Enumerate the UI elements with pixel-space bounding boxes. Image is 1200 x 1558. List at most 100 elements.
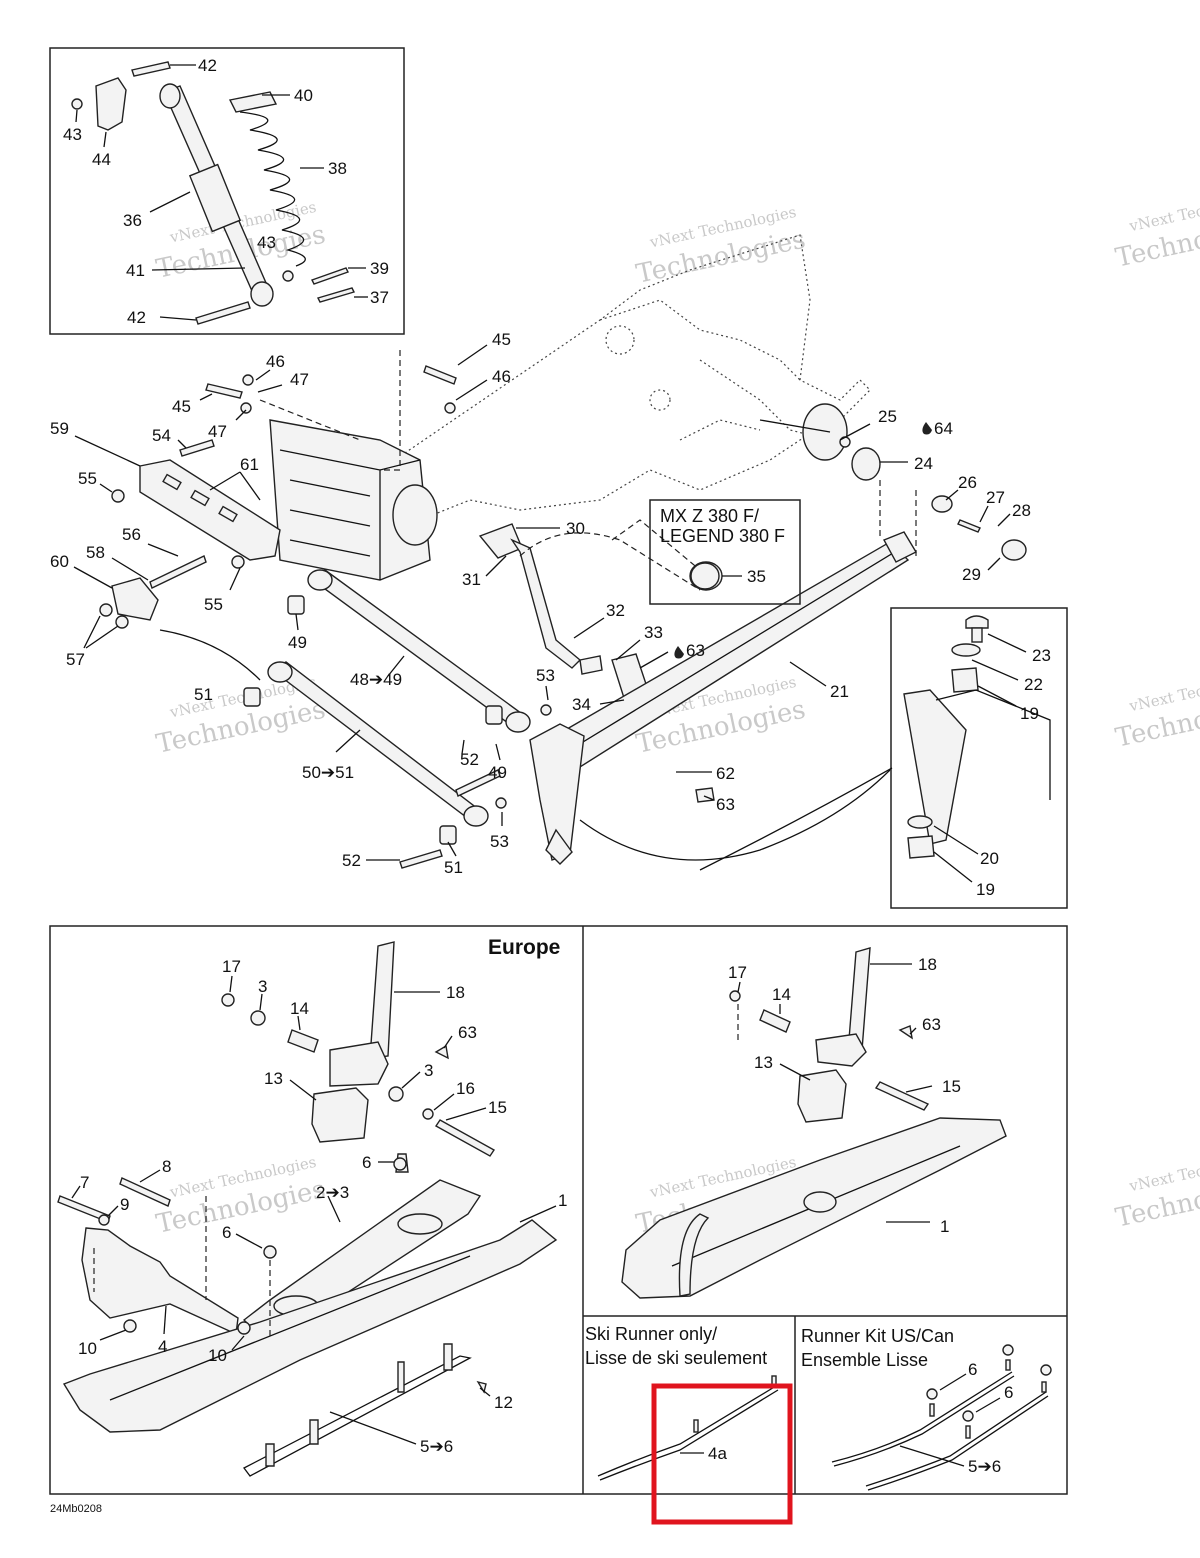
callout-15: 15 <box>942 1077 961 1096</box>
callout-48-49: 48➔49 <box>350 670 402 689</box>
callout-42: 42 <box>198 56 217 75</box>
callout-45: 45 <box>492 330 511 349</box>
kingpin-inset <box>699 607 1068 909</box>
callout-18: 18 <box>918 955 937 974</box>
callout-60: 60 <box>50 552 69 571</box>
callout-17: 17 <box>728 963 747 982</box>
runner-kit-title: Runner Kit US/Can <box>801 1326 954 1346</box>
top-callouts: 45 46 46 47 45 47 59 54 61 55 56 58 60 5… <box>50 330 1051 899</box>
callout-46: 46 <box>492 367 511 386</box>
shock-inset: 42 40 43 44 38 36 43 41 39 37 42 <box>49 47 405 335</box>
callout-30: 30 <box>566 519 585 538</box>
callout-50-51: 50➔51 <box>302 763 354 782</box>
callout-1: 1 <box>940 1217 949 1236</box>
callout-5-6: 5➔6 <box>968 1457 1001 1476</box>
callout-37: 37 <box>370 288 389 307</box>
link-rods <box>243 569 552 869</box>
callout-14: 14 <box>772 985 791 1004</box>
steering-assembly <box>478 436 1027 865</box>
callout-15: 15 <box>488 1098 507 1117</box>
callout-10: 10 <box>208 1346 227 1365</box>
callout-6: 6 <box>1004 1383 1013 1402</box>
callout-64: 64 <box>934 419 953 438</box>
highlight-box <box>651 1383 793 1525</box>
callout-47: 47 <box>290 370 309 389</box>
callout-59: 59 <box>50 419 69 438</box>
callout-13: 13 <box>754 1053 773 1072</box>
sealant-drop-icon <box>922 422 932 435</box>
callout-51: 51 <box>194 685 213 704</box>
callout-36: 36 <box>123 211 142 230</box>
callout-28: 28 <box>1012 501 1031 520</box>
callout-10: 10 <box>78 1339 97 1358</box>
mxz-box-frame <box>649 499 801 605</box>
callout-20: 20 <box>980 849 999 868</box>
callout-3: 3 <box>424 1061 433 1080</box>
callout-63: 63 <box>716 795 735 814</box>
ski-runner-title: Ski Runner only/ <box>585 1324 717 1344</box>
callout-8: 8 <box>162 1157 171 1176</box>
callout-53: 53 <box>490 832 509 851</box>
mxz-box: MX Z 380 F/ LEGEND 380 F 35 <box>649 499 801 605</box>
watermarks: vNext Technologies Technologies vNext Te… <box>154 187 1200 1240</box>
callout-63: 63 <box>458 1023 477 1042</box>
callout-29: 29 <box>962 565 981 584</box>
chassis-frame <box>379 234 871 521</box>
callout-49: 49 <box>288 633 307 652</box>
spring <box>239 111 306 267</box>
ski-section: Europe <box>49 925 1068 1525</box>
callout-19: 19 <box>1020 704 1039 723</box>
bracket-44 <box>95 77 127 131</box>
ski-runner-rod <box>597 1385 777 1477</box>
ski-runner-title: Lisse de ski seulement <box>585 1348 767 1368</box>
callout-1: 1 <box>558 1191 567 1210</box>
rear-arm-bracket <box>99 439 281 681</box>
callout-63: 63 <box>686 641 705 660</box>
callout-9: 9 <box>120 1195 129 1214</box>
callout-24: 24 <box>914 454 933 473</box>
callout-2-3: 2➔3 <box>316 1183 349 1202</box>
callout-35: 35 <box>747 567 766 586</box>
callout-61: 61 <box>240 455 259 474</box>
callout-56: 56 <box>122 525 141 544</box>
mxz-title: LEGEND 380 F <box>660 526 785 546</box>
callout-27: 27 <box>986 488 1005 507</box>
callout-38: 38 <box>328 159 347 178</box>
callout-13: 13 <box>264 1069 283 1088</box>
callout-49: 49 <box>488 763 507 782</box>
callout-6: 6 <box>362 1153 371 1172</box>
ski-section-frame <box>49 925 1068 1495</box>
mxz-title: MX Z 380 F/ <box>660 506 759 526</box>
mount-block <box>259 350 438 581</box>
callout-34: 34 <box>572 695 591 714</box>
callout-16: 16 <box>456 1079 475 1098</box>
callout-3: 3 <box>258 977 267 996</box>
runner-kit-title: Ensemble Lisse <box>801 1350 928 1370</box>
callout-39: 39 <box>370 259 389 278</box>
callout-45: 45 <box>172 397 191 416</box>
callout-22: 22 <box>1024 675 1043 694</box>
callout-63: 63 <box>922 1015 941 1034</box>
callout-53: 53 <box>536 666 555 685</box>
callout-41: 41 <box>126 261 145 280</box>
callout-58: 58 <box>86 543 105 562</box>
callout-33: 33 <box>644 623 663 642</box>
callout-44: 44 <box>92 150 111 169</box>
callout-31: 31 <box>462 570 481 589</box>
sealant-drop-icon <box>674 646 684 659</box>
callout-52: 52 <box>460 750 479 769</box>
callout-42: 42 <box>127 308 146 327</box>
callout-17: 17 <box>222 957 241 976</box>
callout-18: 18 <box>446 983 465 1002</box>
drawing-code: 24Mb0208 <box>50 1503 102 1515</box>
callout-55: 55 <box>78 469 97 488</box>
callout-43: 43 <box>257 233 276 252</box>
callout-6: 6 <box>968 1360 977 1379</box>
callout-32: 32 <box>606 601 625 620</box>
callout-46: 46 <box>266 352 285 371</box>
callout-40: 40 <box>294 86 313 105</box>
callout-62: 62 <box>716 764 735 783</box>
callout-19: 19 <box>976 880 995 899</box>
callout-7: 7 <box>80 1173 89 1192</box>
